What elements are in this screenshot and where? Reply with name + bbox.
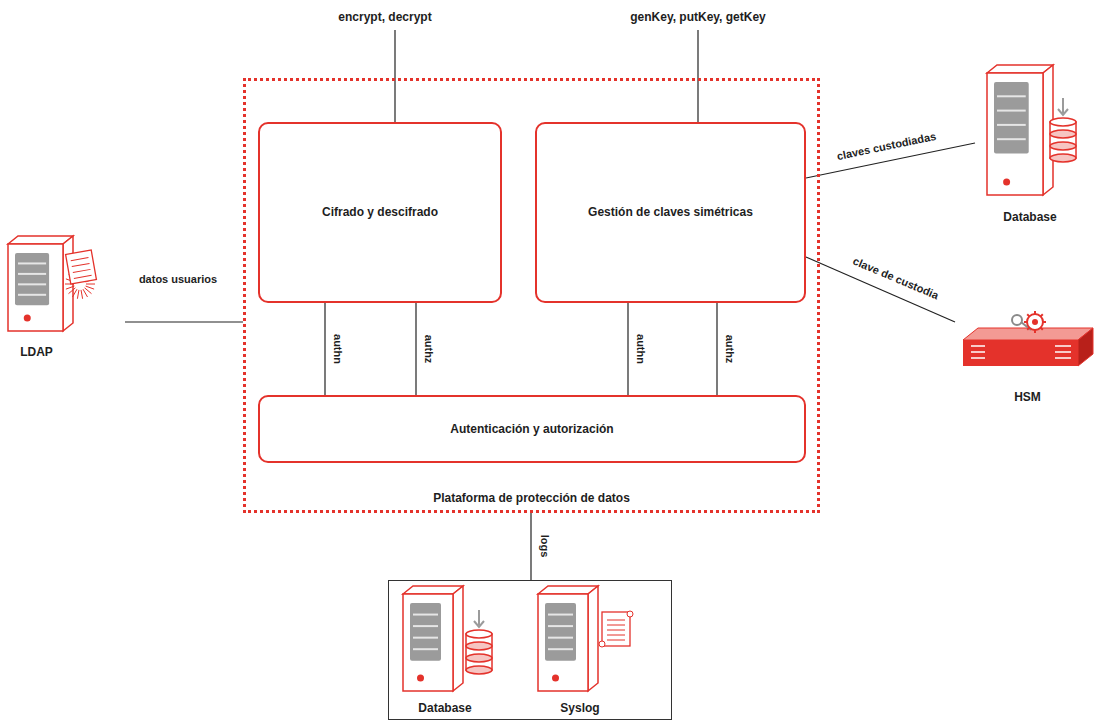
server-icon [395,584,525,716]
server-icon [975,60,1085,225]
process-box: Autenticación y autorización [258,395,806,463]
server-label: Database [1003,210,1056,225]
process-box: Cifrado y descifrado [258,122,502,303]
database-server: Database [975,60,1085,225]
connector-line [530,513,531,580]
server-icon [0,232,125,360]
connector-line [415,303,416,395]
server-label: Database [418,701,471,716]
server-icon [955,300,1100,405]
leader-line [394,30,395,122]
edge-label: datos usuarios [137,273,219,285]
connector-line [125,321,243,322]
edge-label: authz [724,333,736,366]
edge-label: authn [332,332,344,366]
log-group: Database Syslog [388,580,672,720]
edge-label: claves custodiadas [833,129,938,162]
interface-label: encrypt, decrypt [338,10,431,24]
node-label: Plataforma de protección de datos [433,491,630,505]
server-label: Syslog [560,701,599,716]
process-box: Gestión de claves simétricas [535,122,806,303]
server-label: LDAP [20,345,53,360]
node-label: Autenticación y autorización [450,420,613,439]
leader-line [697,30,698,122]
edge-label: authn [635,332,647,366]
node-label: Cifrado y descifrado [322,203,438,222]
platform-region: Plataforma de protección de datos Cifrado… [243,78,820,513]
server-icon [530,584,660,716]
edge-label: authz [423,333,435,366]
connector-line [716,303,717,395]
syslog-server: Syslog [530,584,660,716]
interface-label: genKey, putKey, getKey [630,10,766,24]
node-label: Gestión de claves simétricas [588,203,753,222]
hsm-device: HSM [955,300,1100,405]
ldap-server: LDAP [0,232,125,360]
edge-label: clave de custodia [850,254,943,302]
connector-line [627,303,628,395]
database-server: Database [395,584,525,716]
edge-label: logs [539,533,551,560]
server-label: HSM [1014,390,1041,405]
connector-line [324,303,325,395]
